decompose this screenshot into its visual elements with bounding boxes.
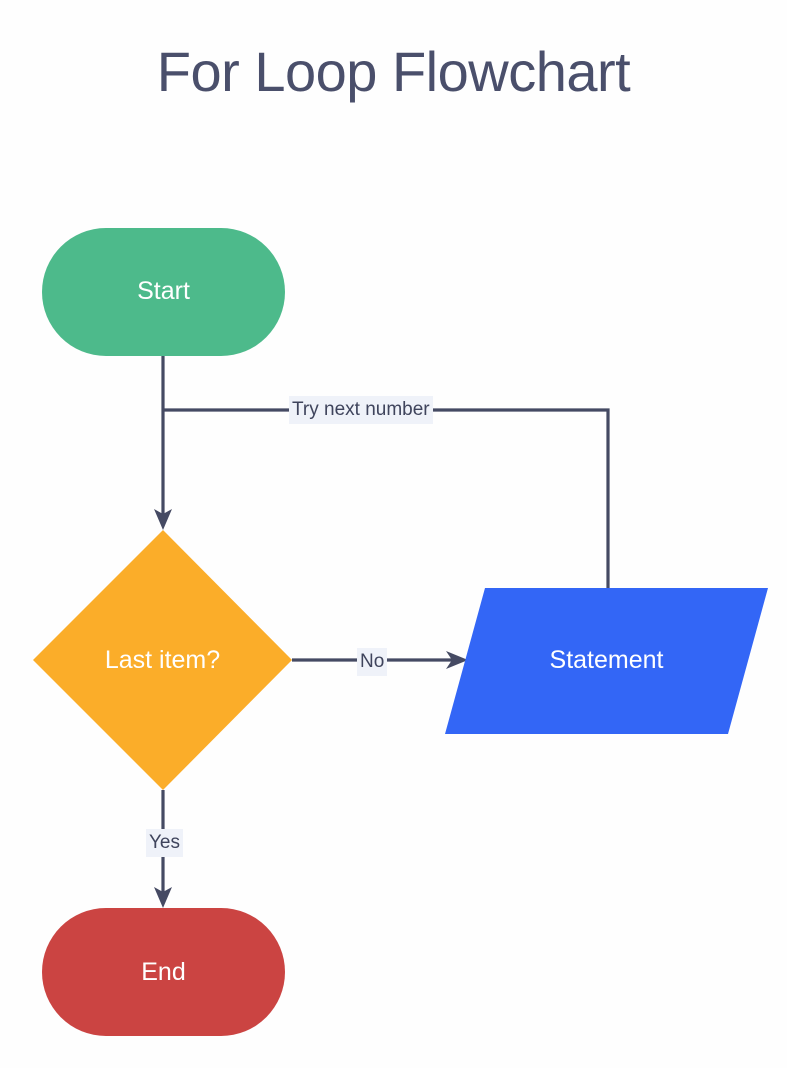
node-statement[interactable] (445, 588, 768, 734)
edge-statement-to-decision-line (163, 408, 610, 588)
node-decision[interactable] (33, 530, 292, 790)
edge-decision-to-statement-arrowhead (446, 651, 468, 669)
edge-decision-to-end-arrowhead (154, 887, 172, 908)
node-end[interactable] (42, 908, 285, 1036)
edge-start-to-decision-arrowhead (154, 509, 172, 530)
page-title: For Loop Flowchart (156, 40, 631, 103)
edge-statement-to-decision (163, 408, 610, 588)
edge-label-yes: Yes (146, 829, 183, 857)
edge-label-no: No (357, 648, 388, 676)
edge-label-try-next-number: Try next number (289, 396, 433, 424)
node-start[interactable] (42, 228, 285, 356)
edge-start-to-decision (154, 356, 172, 530)
